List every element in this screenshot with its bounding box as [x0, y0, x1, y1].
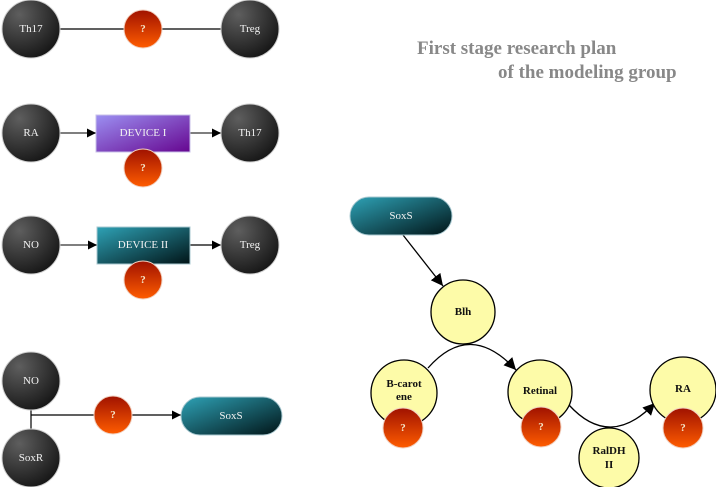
unknown-interaction-7[interactable]: ?	[662, 407, 704, 449]
unknown-interaction-6[interactable]: ?	[520, 406, 562, 448]
node-no-2-label: NO	[23, 375, 39, 387]
node-treg-label: Treg	[240, 23, 261, 35]
node-th17-label: Th17	[19, 23, 43, 35]
device-1-label: DEVICE I	[120, 127, 167, 139]
node-retinal-label: Retinal	[523, 385, 557, 397]
edge-bcarotene-retinal	[427, 343, 517, 371]
node-no-2[interactable]: NO	[1, 351, 61, 411]
node-treg-output[interactable]: Treg	[220, 215, 280, 275]
node-ra-product-label: RA	[675, 383, 691, 395]
node-bcarotene[interactable]: B-carot ene	[370, 359, 438, 427]
node-ra[interactable]: RA	[1, 103, 61, 163]
node-no-label: NO	[23, 239, 39, 251]
node-no[interactable]: NO	[1, 215, 61, 275]
question-mark-icon: ?	[538, 421, 544, 433]
edge-soxs-blh	[402, 234, 444, 287]
node-blh-label: Blh	[455, 306, 472, 318]
node-th17[interactable]: Th17	[1, 0, 61, 59]
title-line-1: First stage research plan	[417, 38, 617, 59]
unknown-interaction-1[interactable]: ?	[123, 9, 163, 49]
node-soxr[interactable]: SoxR	[1, 428, 61, 487]
node-treg-output-label: Treg	[240, 239, 261, 251]
device-2-box[interactable]: DEVICE II	[96, 226, 191, 265]
device-2-label: DEVICE II	[118, 239, 169, 251]
node-ra-label: RA	[23, 127, 38, 139]
node-soxs[interactable]: SoxS	[349, 196, 453, 236]
node-raldh2[interactable]: RalDH II	[578, 427, 640, 487]
diagram-th17-treg: Th17 ? Treg	[1, 0, 280, 59]
diagram-device-1: RA DEVICE I ? Th17	[1, 103, 280, 188]
node-raldh2-label-2: II	[605, 459, 614, 471]
question-mark-icon: ?	[680, 422, 686, 434]
edge-retinal-ra	[568, 402, 656, 428]
diagram-device-2: NO DEVICE II ? Treg	[1, 215, 280, 300]
node-soxs-output[interactable]: SoxS	[180, 396, 283, 436]
node-soxs-output-label: SoxS	[219, 410, 242, 422]
node-retinal[interactable]: Retinal	[507, 359, 573, 425]
node-th17-output-label: Th17	[238, 127, 262, 139]
unknown-interaction-4[interactable]: ?	[93, 395, 133, 435]
node-raldh2-label-1: RalDH	[593, 445, 626, 457]
title-line-2: of the modeling group	[498, 62, 677, 83]
node-treg[interactable]: Treg	[220, 0, 280, 59]
question-mark-icon: ?	[140, 162, 146, 174]
question-mark-icon: ?	[140, 274, 146, 286]
unknown-interaction-5[interactable]: ?	[382, 407, 424, 449]
node-soxr-label: SoxR	[19, 452, 44, 464]
question-mark-icon: ?	[110, 409, 116, 421]
question-mark-icon: ?	[140, 23, 146, 35]
unknown-interaction-3[interactable]: ?	[123, 260, 163, 300]
pathway-diagram: SoxS Blh B-carot ene ? Retinal ? RalDH I…	[349, 196, 716, 487]
node-bcarotene-label-2: ene	[396, 391, 412, 403]
node-bcarotene-label-1: B-carot	[386, 378, 422, 390]
device-1-box[interactable]: DEVICE I	[95, 114, 191, 153]
node-th17-output[interactable]: Th17	[220, 103, 280, 163]
node-blh[interactable]: Blh	[430, 279, 496, 345]
question-mark-icon: ?	[400, 422, 406, 434]
node-soxs-label: SoxS	[389, 210, 412, 222]
unknown-interaction-2[interactable]: ?	[123, 148, 163, 188]
diagram-soxr: NO SoxR ? SoxS	[1, 351, 283, 487]
